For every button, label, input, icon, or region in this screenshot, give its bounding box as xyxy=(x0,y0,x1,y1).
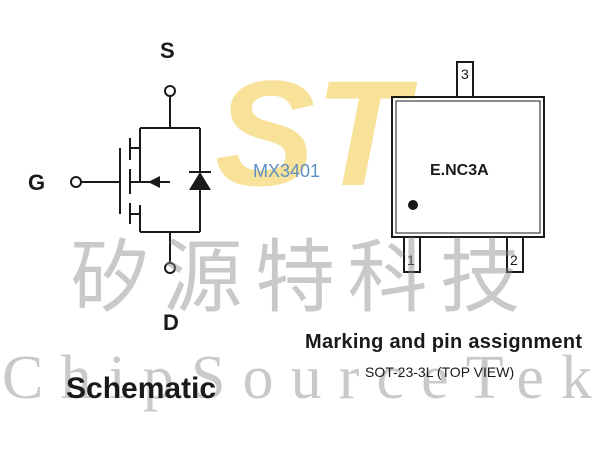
watermark-logo: ST xyxy=(215,49,418,217)
diode-icon xyxy=(189,172,211,190)
pin-1-label: 1 xyxy=(407,252,415,268)
pin1-dot xyxy=(408,200,418,210)
source-label: S xyxy=(160,38,175,63)
pin-3 xyxy=(456,61,474,98)
watermark-logo-text: ST xyxy=(215,49,418,217)
package-inner-outline xyxy=(395,100,541,234)
watermark-chinese: 矽源特科技 xyxy=(70,235,520,323)
pin-1 xyxy=(403,236,421,273)
gate-terminal xyxy=(70,176,82,188)
package-title: Marking and pin assignment xyxy=(305,331,582,353)
pin-3-label: 3 xyxy=(461,66,469,82)
schematic-caption: Schematic xyxy=(66,372,216,405)
package-subtitle: SOT-23-3L (TOP VIEW) xyxy=(365,364,514,380)
mosfet-schematic xyxy=(70,85,211,274)
pin-2 xyxy=(506,236,524,273)
gate-label: G xyxy=(28,170,45,195)
pin-2-label: 2 xyxy=(510,252,518,268)
part-number: MX3401 xyxy=(253,161,320,181)
source-terminal xyxy=(164,85,176,97)
sot23-package: E.NC3A 3 1 2 xyxy=(391,61,545,273)
drain-label: D xyxy=(163,310,179,335)
body-arrow-icon xyxy=(148,176,160,188)
package-marking: E.NC3A xyxy=(430,162,489,179)
